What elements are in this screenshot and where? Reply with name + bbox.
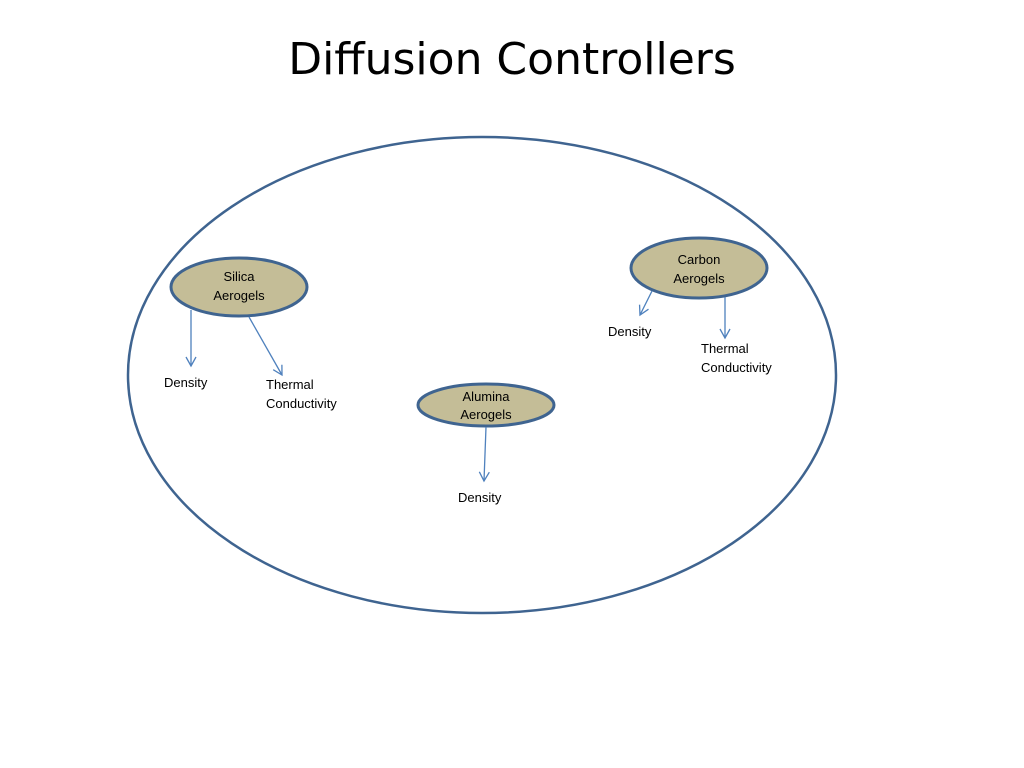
silica-thermal-label-line2: Conductivity [266,396,337,411]
carbon-density-arrow [638,290,653,317]
silica-thermal-arrow [248,316,283,377]
carbon-thermal-label-line2: Conductivity [701,360,772,375]
slide-title: Diffusion Controllers [288,34,736,85]
carbon-node-label-line1: Carbon [678,252,721,267]
silica-density-label: Density [164,375,208,390]
carbon-node-label-line2: Aerogels [673,271,725,286]
silica-group: Silica Aerogels Density Thermal Conducti… [164,256,337,411]
silica-node-label-line2: Aerogels [213,288,265,303]
alumina-aerogels-node[interactable] [416,382,556,428]
alumina-group: Alumina Aerogels Density [416,382,556,505]
alumina-node-label-line1: Alumina [463,389,511,404]
outer-ellipse [126,135,838,615]
carbon-thermal-label-line1: Thermal [701,341,749,356]
carbon-aerogels-node[interactable] [629,236,769,300]
alumina-node-label-line2: Aerogels [460,407,512,422]
silica-node-label-line1: Silica [223,269,255,284]
carbon-group: Carbon Aerogels Density Thermal Conducti… [608,236,772,375]
carbon-density-label: Density [608,324,652,339]
alumina-density-arrow [478,426,490,483]
silica-thermal-label-line1: Thermal [266,377,314,392]
alumina-density-label: Density [458,490,502,505]
silica-aerogels-node[interactable] [169,256,309,318]
